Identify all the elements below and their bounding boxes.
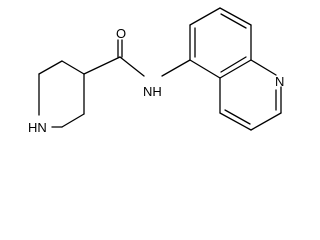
bond-carbonyl-nh <box>119 56 145 77</box>
bond-c3-c4 <box>219 112 252 131</box>
bond-c4a-c5 <box>189 59 221 79</box>
quinoline-nitrogen-label: N <box>275 74 284 89</box>
bond-ring-carbonyl <box>83 56 121 75</box>
bond-c7-c8-inner <box>220 13 247 29</box>
quinoline-benzo-ring <box>189 7 252 79</box>
bond-nh-quinoline <box>161 59 191 77</box>
bond-c3-c4-inner <box>224 109 251 125</box>
bond-c2-c3 <box>250 112 282 131</box>
chemical-structure: O NH HN N <box>28 7 284 135</box>
bond-c8a-c4a-inner <box>220 56 247 73</box>
bond-c6-c7 <box>189 7 221 26</box>
bond-c8a-n1 <box>250 59 277 76</box>
amide-group <box>83 39 191 77</box>
carbonyl-oxygen-label: O <box>116 26 126 41</box>
quinoline-pyridine-ring <box>219 59 282 131</box>
bond-c7-c8 <box>219 7 252 26</box>
amide-nitrogen-label: NH <box>143 84 162 99</box>
piperidine-ring <box>38 60 85 128</box>
bond-c8a-c4a <box>219 59 252 79</box>
piperidine-nitrogen-label: HN <box>28 120 47 135</box>
bond-c3-c2 <box>38 60 63 75</box>
bond-c4-c3 <box>61 60 85 75</box>
bond-c6-c5 <box>61 113 85 128</box>
